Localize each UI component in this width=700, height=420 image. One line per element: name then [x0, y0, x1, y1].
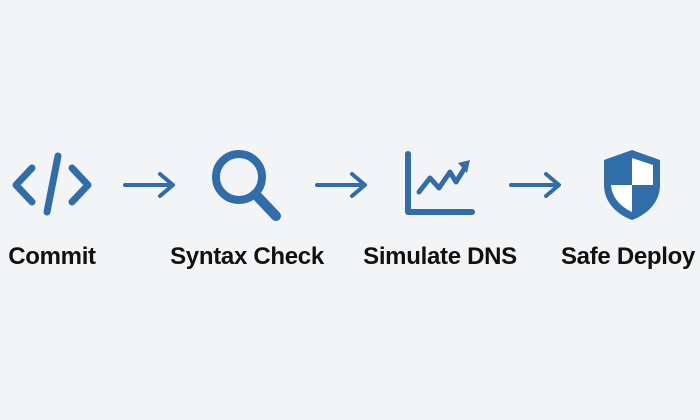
- magnifier-icon: [212, 150, 281, 221]
- line-chart-icon: [405, 151, 475, 215]
- shield-icon: [604, 150, 660, 220]
- arrow-right-icon: [123, 172, 175, 198]
- step-label-simulate-dns: Simulate DNS: [363, 243, 517, 270]
- arrow-right-icon: [509, 172, 561, 198]
- step-label-safe-deploy: Safe Deploy: [560, 243, 696, 270]
- step-label-syntax-check: Syntax Check: [170, 243, 324, 270]
- step-label-commit: Commit: [8, 243, 96, 270]
- arrow-right-icon: [315, 172, 367, 198]
- code-icon: [12, 152, 92, 216]
